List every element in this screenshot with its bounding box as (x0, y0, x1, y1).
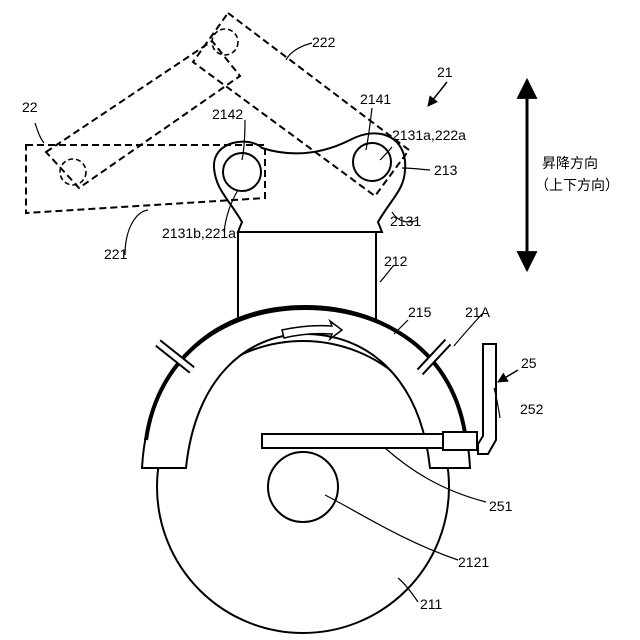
label-21A: 21A (465, 304, 491, 320)
label-2142: 2142 (212, 106, 243, 122)
label-2131b-221a: 2131b,221a (162, 225, 236, 241)
label-25: 25 (521, 355, 537, 371)
direction-label-line2: （上下方向） (535, 178, 619, 194)
arrow-25-pointer (498, 370, 518, 382)
pivot-2141 (353, 143, 391, 181)
label-2141: 2141 (360, 91, 391, 107)
label-252: 252 (520, 401, 544, 417)
rod-end (443, 432, 477, 450)
bracket-252 (478, 344, 496, 454)
label-251: 251 (489, 498, 513, 514)
hub-2121 (268, 452, 338, 522)
arrow-21-pointer (428, 82, 447, 106)
label-213: 213 (434, 162, 458, 178)
label-21: 21 (437, 64, 453, 80)
label-22: 22 (22, 99, 38, 115)
direction-label-line1: 昇降方向 (542, 156, 598, 172)
label-211: 211 (420, 596, 443, 612)
link-222-pivot-upper (212, 29, 238, 55)
label-2121: 2121 (458, 554, 489, 570)
link-221-connector (46, 41, 240, 188)
label-215: 215 (408, 304, 432, 320)
label-2131a-222a: 2131a,222a (392, 127, 466, 143)
label-222: 222 (312, 34, 336, 50)
label-212: 212 (384, 253, 408, 269)
label-2131: 2131 (390, 213, 421, 229)
label-221: 221 (104, 246, 128, 262)
